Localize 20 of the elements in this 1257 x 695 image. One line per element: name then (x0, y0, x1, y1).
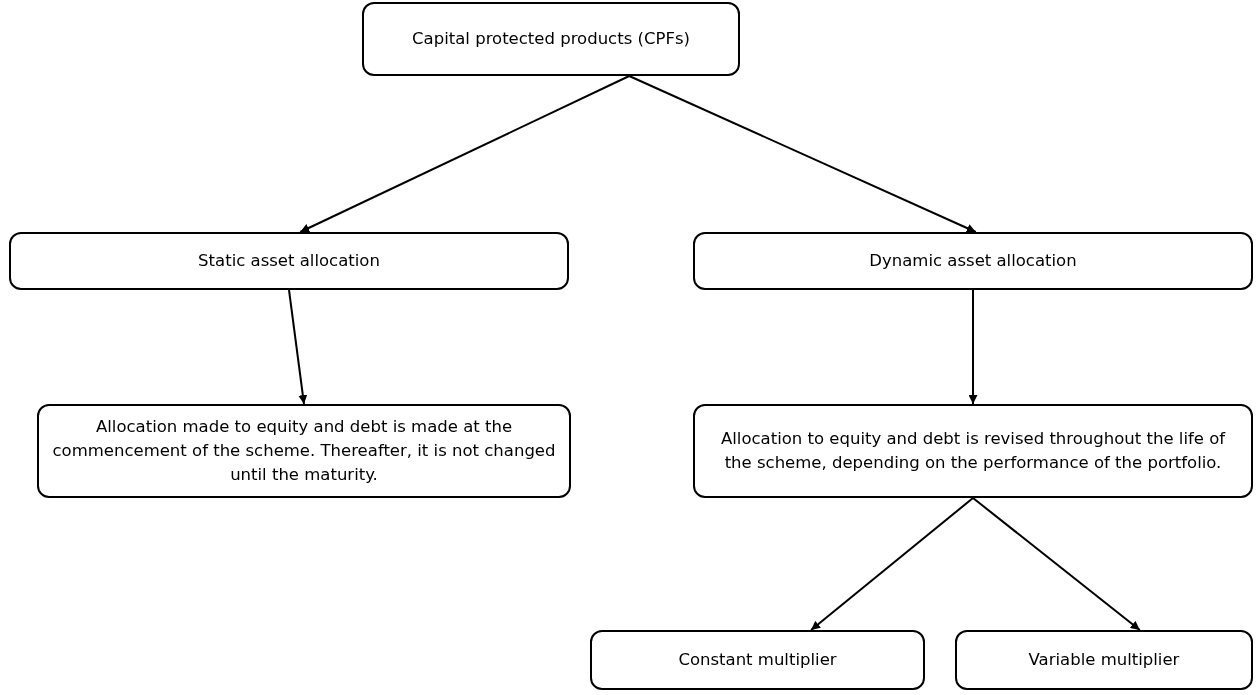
rounded-box (955, 630, 1253, 690)
arrow (299, 75, 631, 233)
arrow (628, 75, 977, 233)
arrow (968, 289, 978, 405)
rounded-box (693, 232, 1253, 290)
box-label: Static asset allocation (198, 250, 380, 273)
arrow (288, 289, 308, 405)
rounded-box (37, 404, 571, 498)
box-label: Dynamic asset allocation (869, 250, 1077, 273)
box-label: Allocation made to equity and debt is made at the commencement of the scheme. Thereafter, it is not changed until the maturity. (51, 416, 557, 486)
rounded-box (9, 232, 569, 290)
rounded-box (590, 630, 925, 690)
box-label: Variable multiplier (1028, 649, 1180, 672)
arrow (972, 497, 1141, 631)
box-label: Allocation to equity and debt is revised throughout the life of the scheme, depending on the performance of the portfolio. (719, 428, 1227, 474)
box-label: Capital protected products (CPFs) (412, 28, 690, 51)
rounded-box (362, 2, 740, 76)
arrow (810, 497, 974, 631)
rounded-box (693, 404, 1253, 498)
box-label: Constant multiplier (678, 649, 837, 672)
